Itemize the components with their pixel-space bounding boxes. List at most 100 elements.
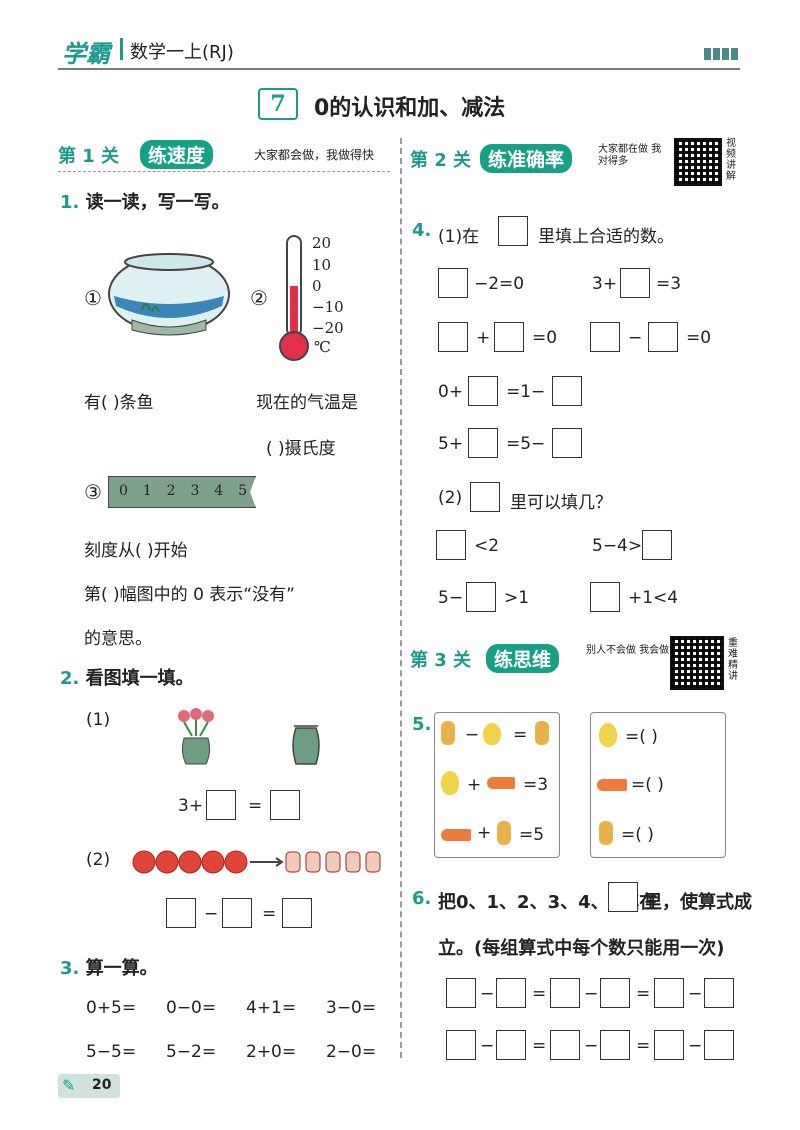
q3-calc[interactable]: 4+1= <box>246 998 297 1018</box>
level1-header: 第 1 关 练速度 大家都会做，我做得快 <box>58 138 390 172</box>
q3-number: 3. <box>60 958 80 979</box>
q5-l1b: = <box>513 725 528 745</box>
q5-l3a: + <box>477 823 492 843</box>
thermometer-image <box>279 235 309 361</box>
q3-calc[interactable]: 2−0= <box>326 1042 377 1062</box>
q4-box[interactable] <box>590 322 620 352</box>
q4-box[interactable] <box>620 268 650 298</box>
footer-page-tab: ✎ 20 <box>58 1074 120 1098</box>
q6-minus: − <box>688 984 703 1004</box>
q1-meaning-line2: 的意思。 <box>84 629 152 649</box>
q2-eq2-box3[interactable] <box>282 898 312 928</box>
q5-l2a: + <box>467 775 482 795</box>
q6-line1b: 里，使算式成 <box>644 892 752 913</box>
q6-box[interactable] <box>600 1030 630 1060</box>
level2-header: 第 2 关 练准确率 大家都在做 我对得多 视频讲解 <box>410 138 744 192</box>
q6-box[interactable] <box>446 978 476 1008</box>
level2-label: 第 2 关 <box>410 150 472 171</box>
q3-calc[interactable]: 5−2= <box>166 1042 217 1062</box>
q6-line1: 把0、1、2、3、4、5填在 <box>438 892 658 913</box>
q6-box[interactable] <box>446 1030 476 1060</box>
ruler-mark: 0 <box>119 483 128 499</box>
q5-l3b: =5 <box>519 825 545 845</box>
q6-box[interactable] <box>496 1030 526 1060</box>
q4-e5b: =1− <box>506 382 546 402</box>
q4-e3b: =0 <box>532 328 558 348</box>
q1-number: 1. <box>60 192 80 213</box>
level3-qr-code[interactable] <box>670 636 724 690</box>
q6-minus: − <box>480 984 495 1004</box>
q1-temp-label: 现在的气温是 <box>256 393 358 413</box>
pencil-icon: ✎ <box>62 1076 76 1095</box>
level2-video-label: 视频讲解 <box>726 138 736 182</box>
q4-box[interactable] <box>468 428 498 458</box>
q6-box[interactable] <box>550 978 580 1008</box>
pineapple-icon <box>497 821 511 845</box>
q2-eq1-box2[interactable] <box>270 790 300 820</box>
q6-box[interactable] <box>704 1030 734 1060</box>
q4-box[interactable] <box>468 376 498 406</box>
q6-example-box <box>608 882 638 912</box>
q3-calc[interactable]: 0+5= <box>86 998 137 1018</box>
q1-fish-blank[interactable]: 有( )条鱼 <box>84 393 154 413</box>
q1-ruler-blank[interactable]: 刻度从( )开始 <box>84 541 188 561</box>
q5-r1[interactable]: =( ) <box>625 727 658 747</box>
q6-box[interactable] <box>704 978 734 1008</box>
level2-slogan: 大家都在做 我对得多 <box>598 144 662 167</box>
q3-calc[interactable]: 2+0= <box>246 1042 297 1062</box>
q4-box[interactable] <box>494 322 524 352</box>
q6-box[interactable] <box>550 1030 580 1060</box>
q4-box[interactable] <box>648 322 678 352</box>
q4-box[interactable] <box>466 582 496 612</box>
q4-box[interactable] <box>590 582 620 612</box>
thermometer-scale: 20 10 0 −10 −20 ℃ <box>312 234 362 362</box>
q4-box[interactable] <box>552 376 582 406</box>
q1-meaning-line1[interactable]: 第( )幅图中的 0 表示“没有” <box>84 585 295 605</box>
subject-label: 数学一上(RJ) <box>130 42 234 63</box>
q4-f4: +1<4 <box>628 588 679 608</box>
q5-r3[interactable]: =( ) <box>621 825 654 845</box>
ruler-mark: 5 <box>238 483 247 499</box>
q6-minus: − <box>688 1036 703 1056</box>
q5-l1a: − <box>465 725 480 745</box>
column-divider <box>400 138 402 1058</box>
ruler-mark: 1 <box>142 483 152 499</box>
q2-eq2-box1[interactable] <box>166 898 196 928</box>
q4-e6: 5+ <box>438 434 464 454</box>
q6-box[interactable] <box>654 978 684 1008</box>
q1-marker-1: ① <box>84 286 102 310</box>
q6-box[interactable] <box>496 978 526 1008</box>
q5-r2[interactable]: =( ) <box>631 775 664 795</box>
brand-divider <box>120 38 123 60</box>
q6-equals: = <box>636 1036 651 1056</box>
q2-eq1-box1[interactable] <box>206 790 236 820</box>
fishbowl-image <box>108 253 230 336</box>
ruler-mark: 4 <box>214 483 224 499</box>
q4-e1: −2=0 <box>474 274 525 294</box>
level2-qr-code[interactable] <box>674 138 722 186</box>
q4-box[interactable] <box>642 530 672 560</box>
q6-box[interactable] <box>600 978 630 1008</box>
q3-calc[interactable]: 5−5= <box>86 1042 137 1062</box>
q4-f3b: >1 <box>504 588 530 608</box>
q4-box[interactable] <box>552 428 582 458</box>
q4-box[interactable] <box>438 322 468 352</box>
level3-video-label: 重难精讲 <box>728 638 738 682</box>
q5-right-panel: =( ) =( ) =( ) <box>590 712 726 858</box>
q1-temp-blank[interactable]: ( )摄氏度 <box>266 439 336 459</box>
q2-eq2-box2[interactable] <box>222 898 252 928</box>
q3-calc[interactable]: 3−0= <box>326 998 377 1018</box>
q4-part1-a: (1)在 <box>438 227 480 247</box>
q3-calc[interactable]: 0−0= <box>166 998 217 1018</box>
q5-number: 5. <box>412 714 432 735</box>
carrot-icon <box>487 777 515 789</box>
q1-title-text: 读一读，写一写。 <box>85 192 230 213</box>
q6-minus: − <box>584 1036 599 1056</box>
q4-box[interactable] <box>436 530 466 560</box>
empty-vase-image <box>292 725 320 765</box>
q2-number: 2. <box>60 668 80 689</box>
q4-box[interactable] <box>438 268 468 298</box>
q6-minus: − <box>480 1036 495 1056</box>
q6-box[interactable] <box>654 1030 684 1060</box>
q1-marker-2: ② <box>250 286 268 310</box>
